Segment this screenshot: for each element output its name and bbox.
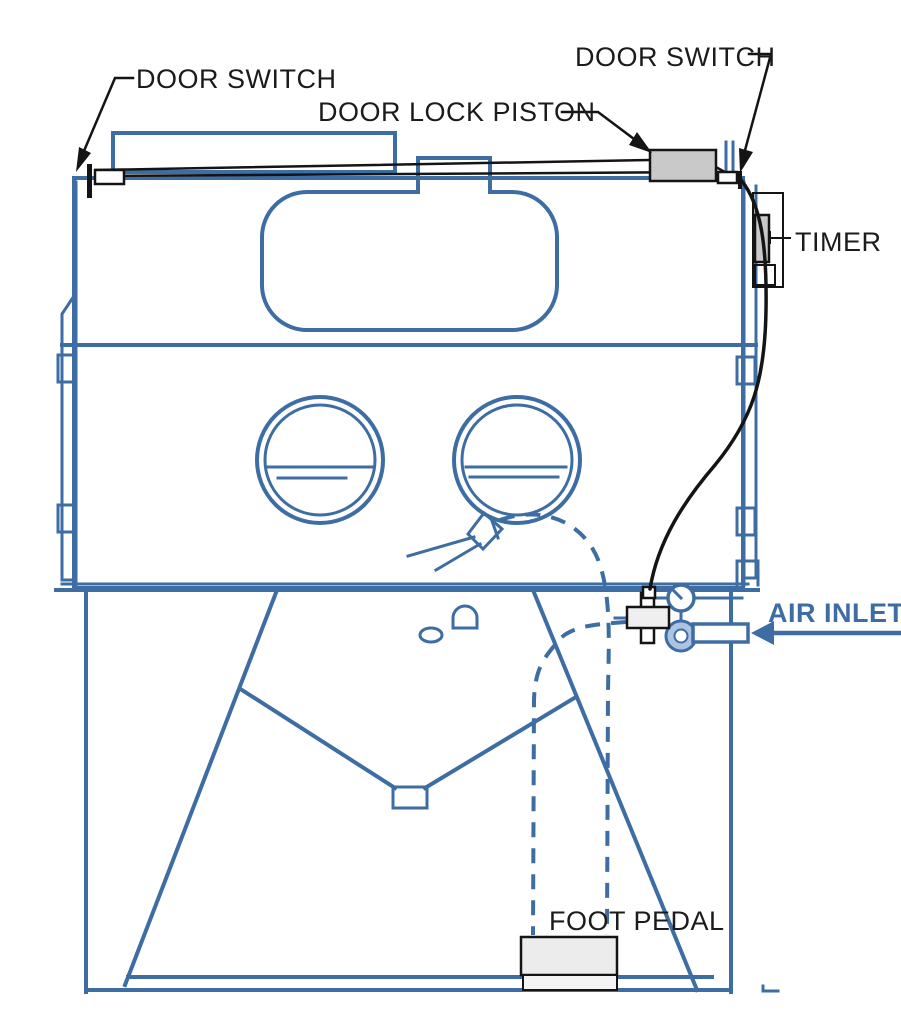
arrowhead-door-switch-left <box>76 147 91 172</box>
glove-port-right <box>452 395 582 525</box>
foot-pedal-body <box>519 935 619 977</box>
gun-hose-dashed <box>499 512 611 936</box>
leader-door-switch-right <box>739 52 773 173</box>
hinge-right-upper <box>735 355 757 386</box>
cabinet-outline <box>72 176 745 590</box>
brace-left-diagonal <box>122 587 280 988</box>
floor-part-dome <box>451 604 479 630</box>
leader-line-door-lock-piston <box>560 110 640 144</box>
label-timer: TIMER <box>795 227 882 257</box>
hopper-outlet <box>391 785 429 810</box>
door-edge-left-outer <box>60 293 78 582</box>
air-inlet-arrow-head <box>751 621 774 645</box>
door-edge-right-outer <box>742 184 758 580</box>
door-switch-left-body <box>93 168 126 186</box>
label-door-lock-piston: DOOR LOCK PISTON <box>318 97 596 127</box>
viewing-window <box>260 156 559 332</box>
hopper <box>239 687 579 810</box>
spray-gun-tip-line <box>489 516 500 540</box>
door-switch-left-bracket <box>87 164 92 198</box>
hopper-right-slope <box>422 694 579 791</box>
glove-port-left-inner-ring <box>263 403 377 517</box>
label-door-switch-left: DOOR SWITCH <box>136 64 337 94</box>
floor-part-ellipse <box>418 626 444 644</box>
timer-outline <box>752 192 784 288</box>
leader-door-lock-piston <box>560 110 652 153</box>
door-switch-left-part <box>87 164 126 198</box>
door-lock-piston-part <box>648 148 718 183</box>
timer-cable <box>648 178 768 591</box>
door-edge-left <box>56 180 78 590</box>
door-top-flange <box>111 131 397 174</box>
pipe-bracket <box>735 559 760 587</box>
leader-line-door-switch-left <box>79 76 135 160</box>
hinge-left-lower <box>56 503 78 534</box>
glove-port-right-inner-ring <box>460 403 574 517</box>
air-inlet-arrow <box>751 621 901 645</box>
label-door-switch-right: DOOR SWITCH <box>575 42 776 72</box>
spray-line-b <box>433 541 483 573</box>
air-inlet-assembly <box>613 559 760 653</box>
switch-wire-upper <box>94 158 652 172</box>
label-air-inlet: AIR INLET <box>768 598 901 628</box>
arrowhead-door-lock-piston <box>629 132 652 153</box>
hinge-right-lower <box>735 506 757 537</box>
hinge-left-upper <box>56 353 78 384</box>
label-foot-pedal: FOOT PEDAL <box>549 906 725 936</box>
door-edge-right <box>735 180 758 587</box>
door-switch-right-part <box>716 170 742 189</box>
brace-right-diagonal <box>530 587 700 993</box>
cabinet-body <box>54 131 760 592</box>
foot-pedal-part <box>519 935 619 991</box>
hopper-left-slope <box>239 687 398 791</box>
leader-door-switch-left <box>76 76 135 172</box>
pressure-gauge-needle <box>670 587 684 601</box>
timer-part <box>752 192 791 288</box>
spray-line-a <box>406 535 476 558</box>
glove-port-left <box>255 395 385 525</box>
glove-port-right-outer-ring <box>452 395 582 525</box>
arrowhead-door-switch-right <box>739 148 753 173</box>
regulator-knob-center <box>673 628 689 644</box>
solenoid-valve-horizontal <box>625 605 671 630</box>
inlet-pipe <box>691 622 750 644</box>
door-switch-right-body <box>716 170 739 185</box>
switch-wire-lower <box>94 170 718 178</box>
corner-tick <box>761 984 780 993</box>
glove-port-left-outer-ring <box>255 395 385 525</box>
leader-line-door-switch-right <box>742 52 773 156</box>
spray-gun <box>406 510 505 573</box>
foot-pedal-base <box>522 974 618 991</box>
stand <box>84 587 733 994</box>
